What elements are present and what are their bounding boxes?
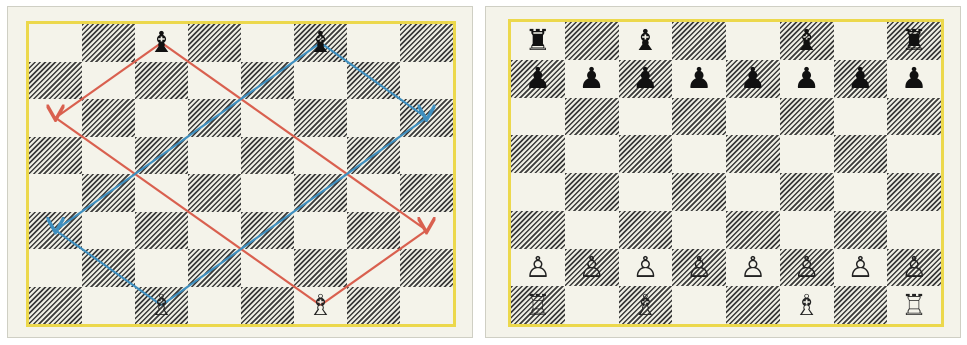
square-e6: [726, 98, 780, 136]
white-pawn-f2: ♙: [780, 249, 834, 287]
square-a4: [511, 173, 565, 211]
right-chessboard-frame: ♜♝♝♜♟♟♟♟♟♟♟♟♙♙♙♙♙♙♙♙♖♗♗♖: [508, 19, 944, 327]
red-path-c8-a6-d3-f1: [56, 43, 321, 306]
black-pawn-b7: ♟: [565, 60, 619, 98]
square-c5: [619, 135, 673, 173]
black-pawn-c7: ♟: [619, 60, 673, 98]
left-chessboard: ♝ ♝ ♗ ♗: [29, 24, 453, 324]
black-pawn-h7: ♟: [887, 60, 941, 98]
square-c3: [619, 211, 673, 249]
square-d6: [672, 98, 726, 136]
black-bishop-c8: ♝: [135, 24, 188, 62]
right-chessboard: ♜♝♝♜♟♟♟♟♟♟♟♟♙♙♙♙♙♙♙♙♖♗♗♖: [511, 22, 941, 324]
white-bishop-f1: ♗: [294, 287, 347, 325]
left-diagram-panel: ♝ ♝ ♗ ♗: [7, 6, 473, 338]
white-pawn-g2: ♙: [834, 249, 888, 287]
black-bishop-f8: ♝: [294, 24, 347, 62]
white-pawn-c2: ♙: [619, 249, 673, 287]
blue-path-f8-h6-c1: [162, 43, 427, 306]
black-pawn-e7: ♟: [726, 60, 780, 98]
square-b1: [565, 286, 619, 324]
black-bishop-f8: ♝: [780, 22, 834, 60]
white-pawn-b2: ♙: [565, 249, 619, 287]
square-b5: [565, 135, 619, 173]
black-bishop-c8: ♝: [619, 22, 673, 60]
square-c6: [619, 98, 673, 136]
square-e3: [726, 211, 780, 249]
square-d1: [672, 286, 726, 324]
square-h4: [887, 173, 941, 211]
square-c4: [619, 173, 673, 211]
black-pawn-d7: ♟: [672, 60, 726, 98]
square-h3: [887, 211, 941, 249]
black-pawn-f7: ♟: [780, 60, 834, 98]
square-f5: [780, 135, 834, 173]
square-e4: [726, 173, 780, 211]
red-path-c8-h3-f1: [162, 43, 427, 306]
square-d8: [672, 22, 726, 60]
left-chessboard-frame: ♝ ♝ ♗ ♗: [26, 21, 456, 327]
square-f3: [780, 211, 834, 249]
blue-path-f8-a3-c1: [56, 43, 321, 306]
white-pawn-h2: ♙: [887, 249, 941, 287]
square-h6: [887, 98, 941, 136]
square-g4: [834, 173, 888, 211]
square-f6: [780, 98, 834, 136]
white-pawn-d2: ♙: [672, 249, 726, 287]
black-pawn-g7: ♟: [834, 60, 888, 98]
square-d3: [672, 211, 726, 249]
square-g3: [834, 211, 888, 249]
black-rook-a8: ♜: [511, 22, 565, 60]
move-arrows: [29, 24, 453, 324]
square-a5: [511, 135, 565, 173]
black-pawn-a7: ♟: [511, 60, 565, 98]
square-e5: [726, 135, 780, 173]
square-b6: [565, 98, 619, 136]
square-b4: [565, 173, 619, 211]
square-f4: [780, 173, 834, 211]
square-a6: [511, 98, 565, 136]
right-diagram-panel: ♜♝♝♜♟♟♟♟♟♟♟♟♙♙♙♙♙♙♙♙♖♗♗♖: [485, 6, 961, 338]
square-d4: [672, 173, 726, 211]
white-pawn-e2: ♙: [726, 249, 780, 287]
square-e8: [726, 22, 780, 60]
white-pawn-a2: ♙: [511, 249, 565, 287]
square-g8: [834, 22, 888, 60]
white-rook-a1: ♖: [511, 286, 565, 324]
white-rook-h1: ♖: [887, 286, 941, 324]
square-g6: [834, 98, 888, 136]
black-rook-h8: ♜: [887, 22, 941, 60]
square-g5: [834, 135, 888, 173]
square-b3: [565, 211, 619, 249]
square-h5: [887, 135, 941, 173]
square-a3: [511, 211, 565, 249]
white-bishop-c1: ♗: [135, 287, 188, 325]
square-e1: [726, 286, 780, 324]
white-bishop-f1: ♗: [780, 286, 834, 324]
square-g1: [834, 286, 888, 324]
square-b8: [565, 22, 619, 60]
square-d5: [672, 135, 726, 173]
white-bishop-c1: ♗: [619, 286, 673, 324]
